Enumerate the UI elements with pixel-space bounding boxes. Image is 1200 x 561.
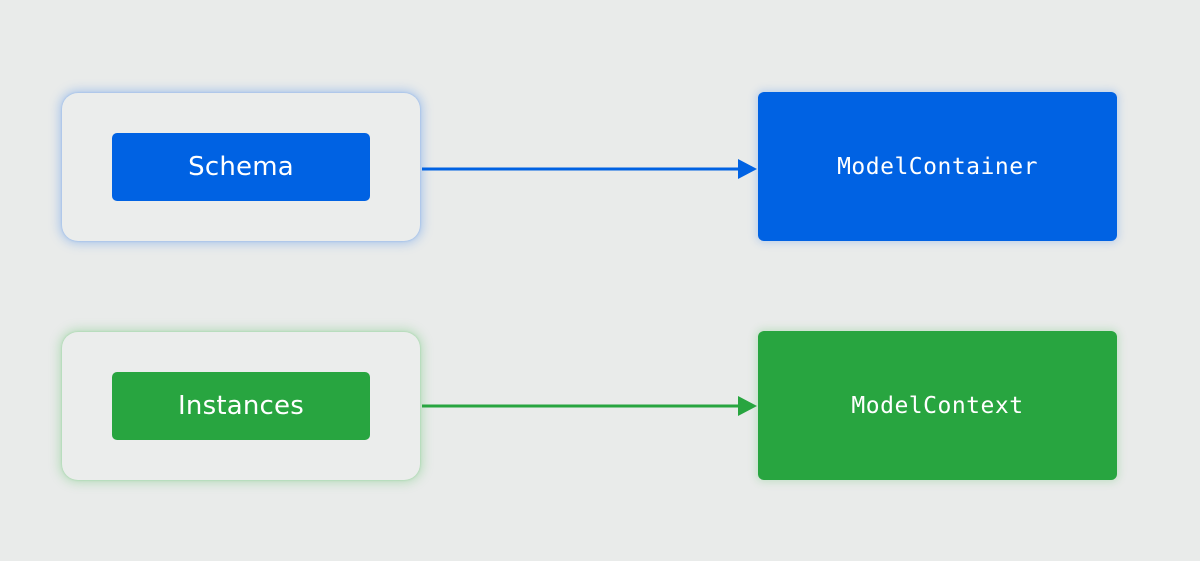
model-container-label: ModelContainer — [837, 153, 1038, 180]
model-context-label: ModelContext — [851, 392, 1024, 419]
schema-node: Schema — [112, 133, 370, 201]
instances-container-card: Instances — [62, 332, 420, 480]
instances-label: Instances — [178, 391, 304, 421]
schema-to-modelcontainer-arrow — [422, 159, 757, 179]
instances-node: Instances — [112, 372, 370, 440]
model-context-node: ModelContext — [758, 331, 1117, 480]
schema-label: Schema — [188, 152, 294, 182]
model-container-node: ModelContainer — [758, 92, 1117, 241]
instances-arrow-head — [738, 396, 757, 416]
schema-container-card: Schema — [62, 93, 420, 241]
instances-to-modelcontext-arrow — [422, 396, 757, 416]
schema-arrow-head — [738, 159, 757, 179]
